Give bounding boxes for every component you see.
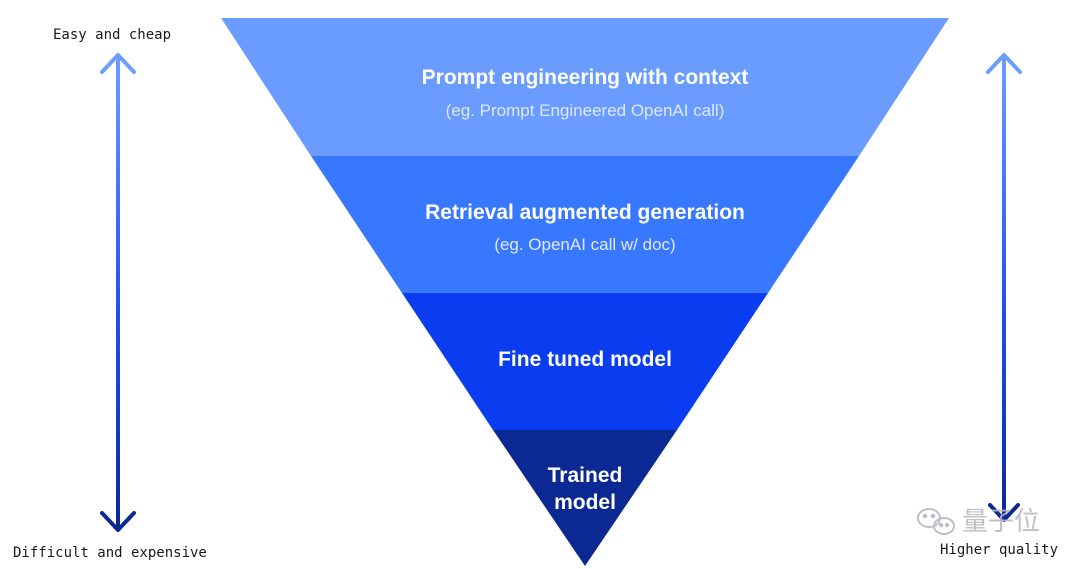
funnel (221, 18, 949, 566)
left-cost-arrow (100, 53, 136, 532)
layer-4-title-line2: model (554, 491, 616, 514)
layer-2-subtitle: (eg. OpenAI call w/ doc) (494, 235, 675, 254)
difficult-and-expensive-label: Difficult and expensive (13, 545, 207, 561)
right-arrow-down-head (988, 503, 1020, 522)
layer-3-fine-tuned (402, 293, 768, 430)
higher-quality-label: Higher quality (940, 542, 1058, 558)
layer-2-title: Retrieval augmented generation (425, 201, 745, 224)
left-arrow-up-head (100, 53, 136, 74)
wechat-icon (917, 508, 955, 535)
watermark: 量子位 (917, 507, 1040, 537)
right-arrow-up-head (986, 53, 1022, 74)
right-quality-arrow (986, 53, 1022, 522)
watermark-text: 量子位 (962, 507, 1040, 537)
layer-3-title: Fine tuned model (498, 348, 672, 371)
layer-2-retrieval-augmented (311, 156, 859, 293)
layer-1-subtitle: (eg. Prompt Engineered OpenAI call) (446, 101, 725, 120)
easy-and-cheap-label: Easy and cheap (53, 27, 171, 43)
layer-1-prompt-engineering (221, 18, 949, 156)
layer-1-title: Prompt engineering with context (422, 66, 749, 89)
left-arrow-shaft (116, 56, 120, 528)
right-arrow-shaft (1002, 56, 1006, 518)
layer-4-trained (493, 430, 677, 566)
left-arrow-down-head (100, 511, 136, 532)
layer-4-title-line1: Trained (548, 464, 623, 487)
